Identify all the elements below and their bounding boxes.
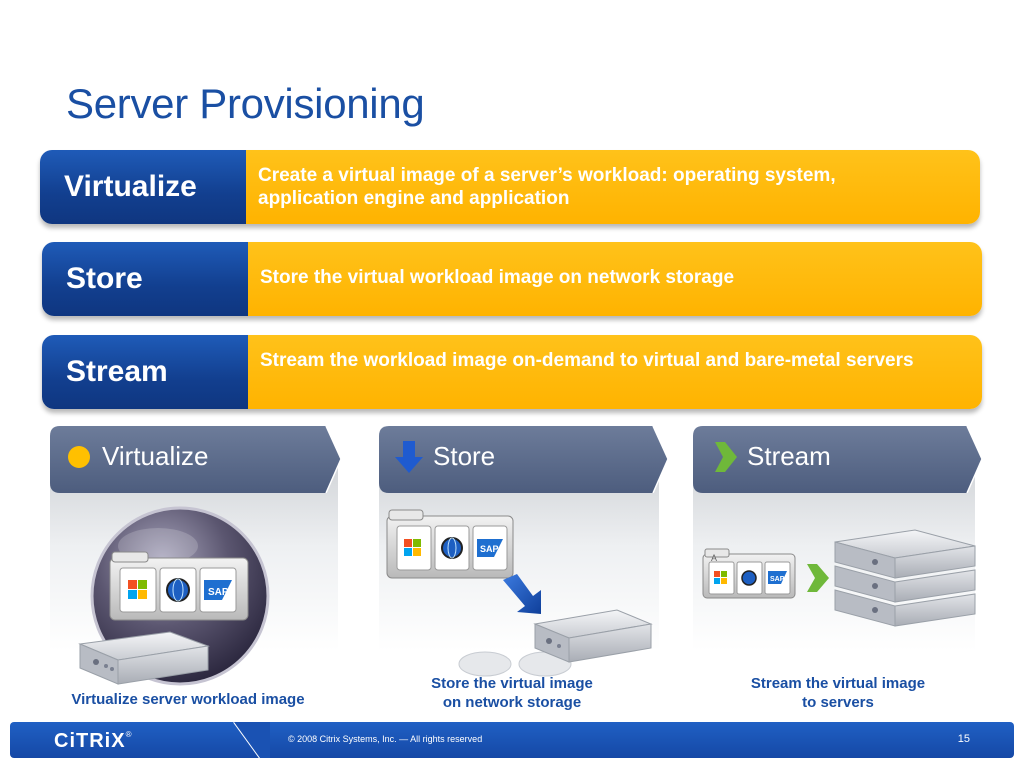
step-label: Virtualize: [40, 150, 246, 224]
panel-caption: Virtualize server workload image: [71, 691, 305, 708]
step-description: Stream the workload image on-demand to v…: [248, 335, 982, 409]
panel-header: Stream: [693, 426, 983, 493]
logo-text: CiTRiX: [54, 730, 126, 752]
caption-line: Store the virtual image: [431, 675, 593, 692]
step-description: Store the virtual workload image on netw…: [248, 242, 982, 316]
panel-title: Stream: [747, 441, 831, 471]
panel-header: Store: [379, 426, 669, 493]
panel-title: Virtualize: [102, 441, 209, 471]
circle-icon: [68, 445, 90, 468]
play-arrow-icon: [715, 441, 737, 472]
step-label: Store: [42, 242, 248, 316]
step-band-stream: Stream Stream the workload image on-dema…: [42, 335, 982, 409]
caption-line: Stream the virtual image: [750, 675, 926, 692]
store-illustration: SAP: [386, 509, 653, 677]
copyright-text: © 2008 Citrix Systems, Inc. — All rights…: [288, 734, 483, 744]
step-description: Create a virtual image of a server’s wor…: [246, 150, 980, 224]
page-number: 15: [957, 733, 970, 745]
step-band-virtualize: Virtualize Create a virtual image of a s…: [40, 150, 980, 224]
citrix-logo: CiTRiX®: [54, 730, 133, 752]
arrow-down-icon: [395, 440, 423, 473]
panel-title: Store: [433, 441, 496, 471]
virtualize-illustration: SAP: [78, 506, 270, 686]
page-title: Server Provisioning: [66, 80, 425, 127]
panel-header: Virtualize: [50, 426, 342, 493]
step-label: Stream: [42, 335, 248, 409]
sap-label: SAP: [480, 544, 499, 554]
footer-bar: CiTRiX® © 2008 Citrix Systems, Inc. — Al…: [10, 722, 1014, 758]
panel-caption: Stream the virtual image to servers: [703, 674, 973, 712]
sap-label: SAP: [770, 576, 785, 583]
caption-line: on network storage: [442, 694, 582, 711]
sap-label: SAP: [208, 587, 229, 598]
caption-line: to servers: [802, 694, 874, 711]
footer-divider: [233, 722, 270, 758]
panel-caption: Store the virtual image on network stora…: [379, 674, 645, 712]
stream-illustration: A SAP: [702, 529, 976, 627]
step-band-store: Store Store the virtual workload image o…: [42, 242, 982, 316]
folder-letter: A: [711, 553, 717, 563]
